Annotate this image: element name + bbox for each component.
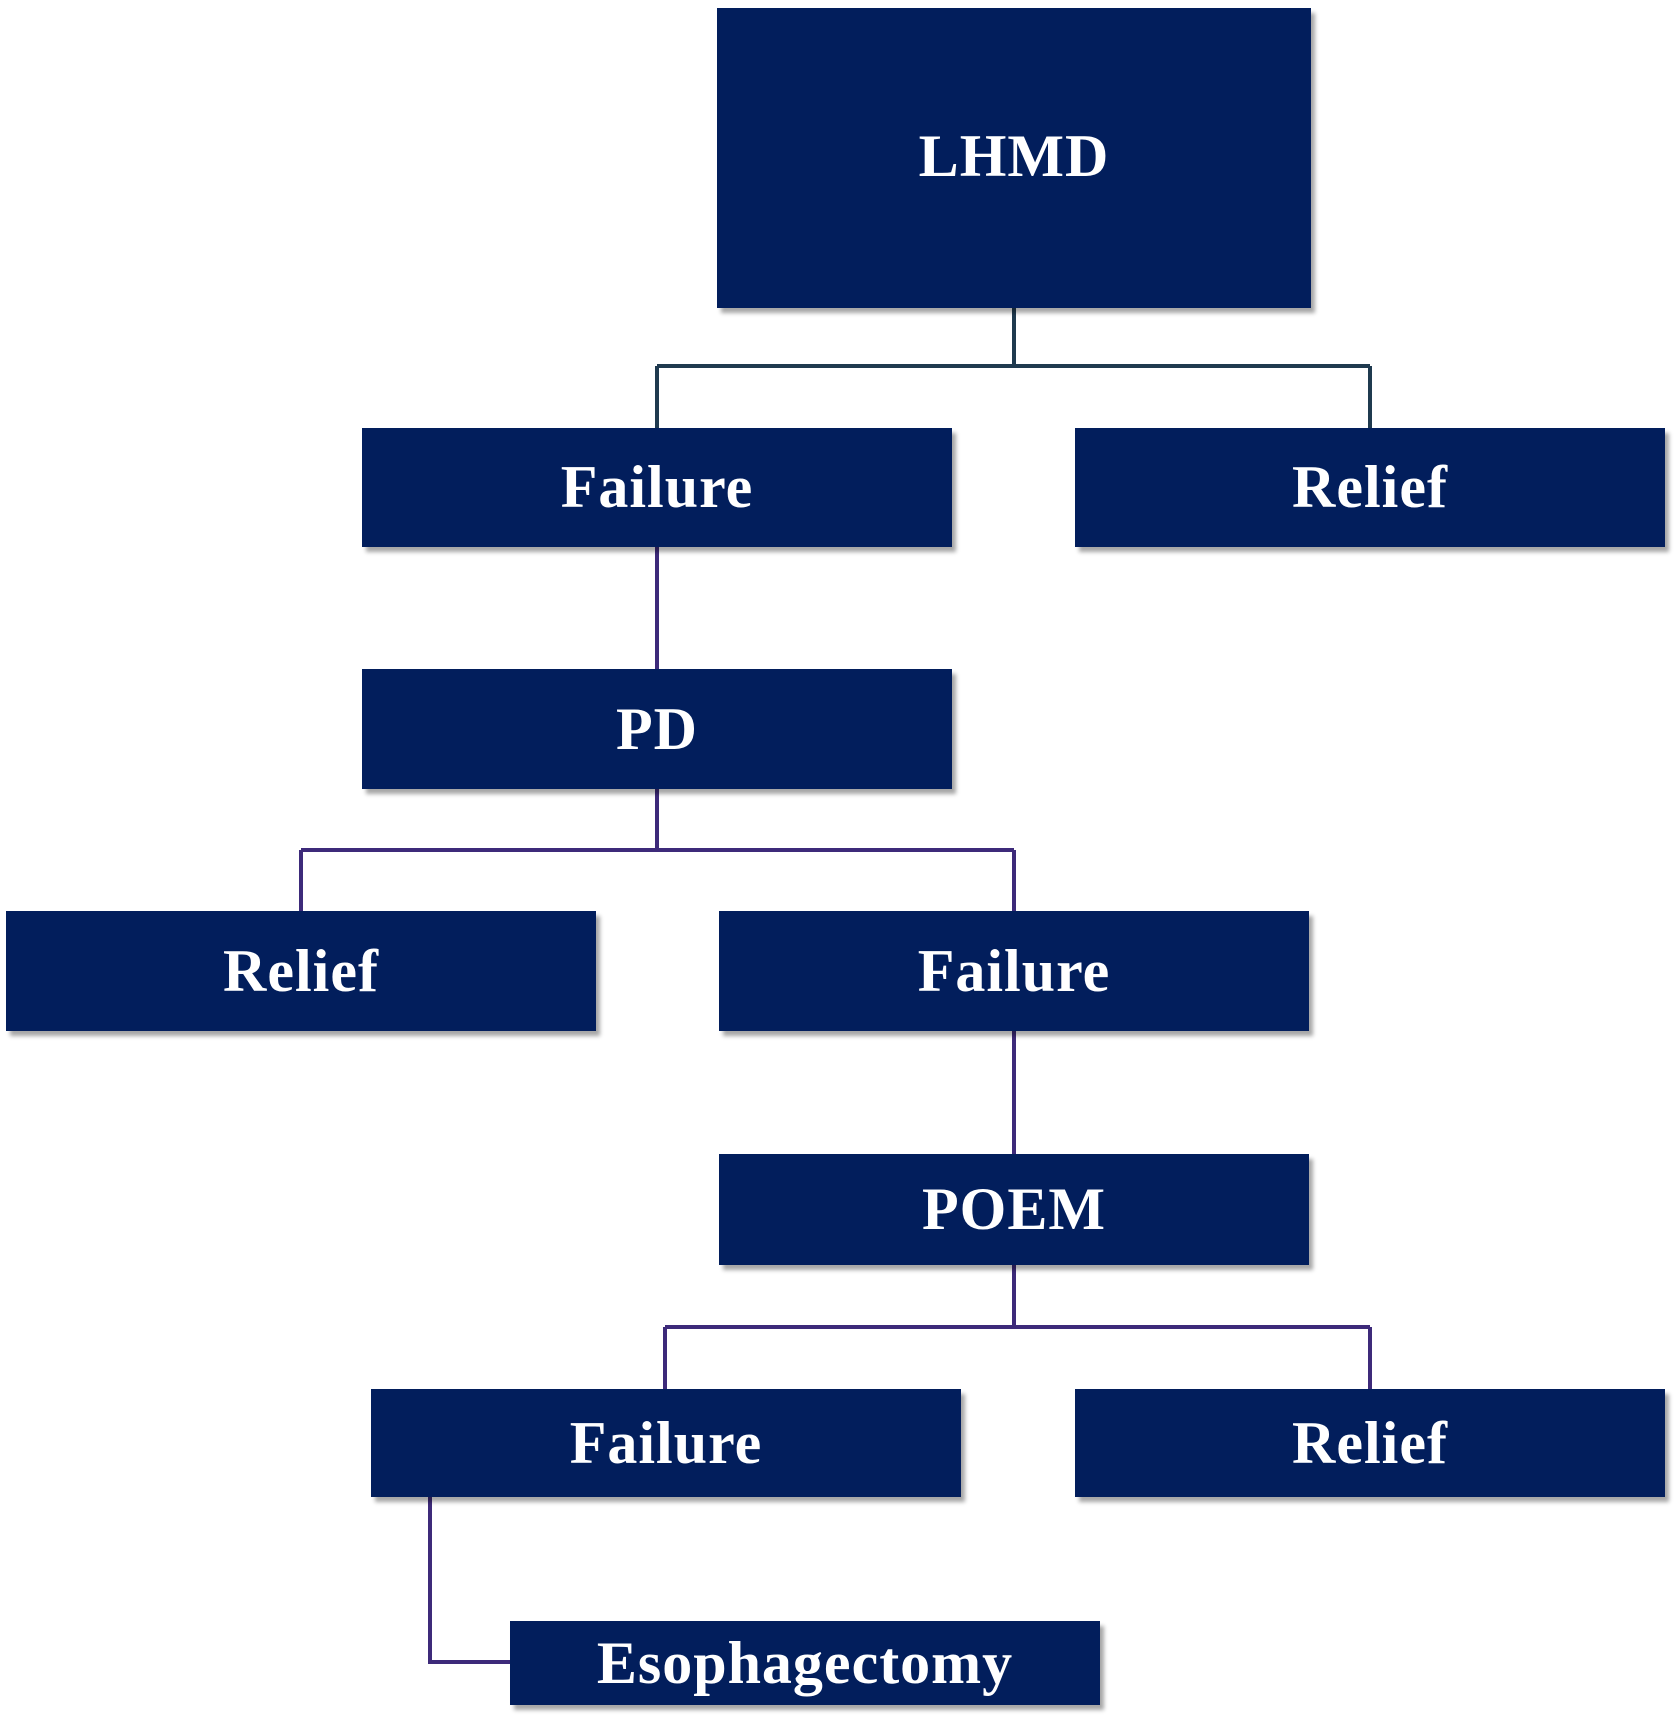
node-relief-1: Relief <box>1075 428 1665 547</box>
node-label: Relief <box>223 937 379 1004</box>
node-label: Failure <box>917 937 1111 1004</box>
node-label: Failure <box>569 1409 763 1476</box>
node-label: LHMD <box>918 122 1110 189</box>
node-esophagectomy: Esophagectomy <box>510 1621 1100 1705</box>
connector-root <box>655 308 1372 428</box>
connector-pd <box>299 789 1016 911</box>
node-label: Esophagectomy <box>596 1629 1014 1696</box>
node-label: Relief <box>1292 454 1448 520</box>
connector-poem <box>663 1265 1372 1389</box>
node-failure-1: Failure <box>362 428 952 547</box>
node-label: PD <box>616 695 698 762</box>
node-label: Failure <box>560 454 754 520</box>
node-lhmd: LHMD <box>717 8 1311 308</box>
node-failure-2: Failure <box>719 911 1309 1031</box>
node-relief-2: Relief <box>6 911 596 1031</box>
node-poem: POEM <box>719 1154 1309 1265</box>
node-label: Relief <box>1292 1409 1448 1476</box>
node-pd: PD <box>362 669 952 789</box>
node-relief-3: Relief <box>1075 1389 1665 1497</box>
node-failure-3: Failure <box>371 1389 961 1497</box>
node-label: POEM <box>922 1176 1106 1242</box>
connector-failure-esophagectomy <box>428 1497 510 1664</box>
